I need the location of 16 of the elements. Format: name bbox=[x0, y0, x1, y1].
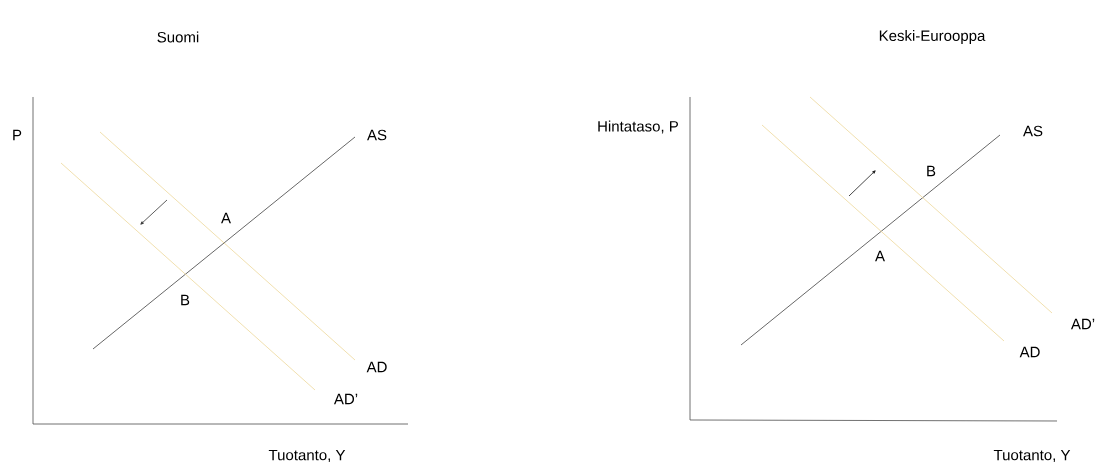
point-label: A bbox=[875, 250, 885, 262]
axis-label: Tuotanto, Y bbox=[993, 449, 1071, 463]
curve-label: AS bbox=[1023, 125, 1043, 137]
point-label: B bbox=[181, 294, 190, 306]
point-label: B bbox=[927, 165, 936, 177]
axis-label: Hintataso, P bbox=[598, 120, 678, 134]
point-label: A bbox=[221, 212, 231, 224]
axis-label: Tuotanto, Y bbox=[268, 449, 346, 463]
axis-label: P bbox=[13, 129, 22, 141]
curve-label: AD bbox=[1019, 346, 1040, 358]
curve-label: AD’ bbox=[333, 393, 358, 405]
curve-label: AS bbox=[367, 129, 387, 141]
curve-label: AD’ bbox=[1070, 318, 1095, 330]
panel-title: Keski-Eurooppa bbox=[879, 30, 986, 44]
curve-label: AD bbox=[366, 361, 387, 373]
panel-title: Suomi bbox=[157, 31, 199, 43]
